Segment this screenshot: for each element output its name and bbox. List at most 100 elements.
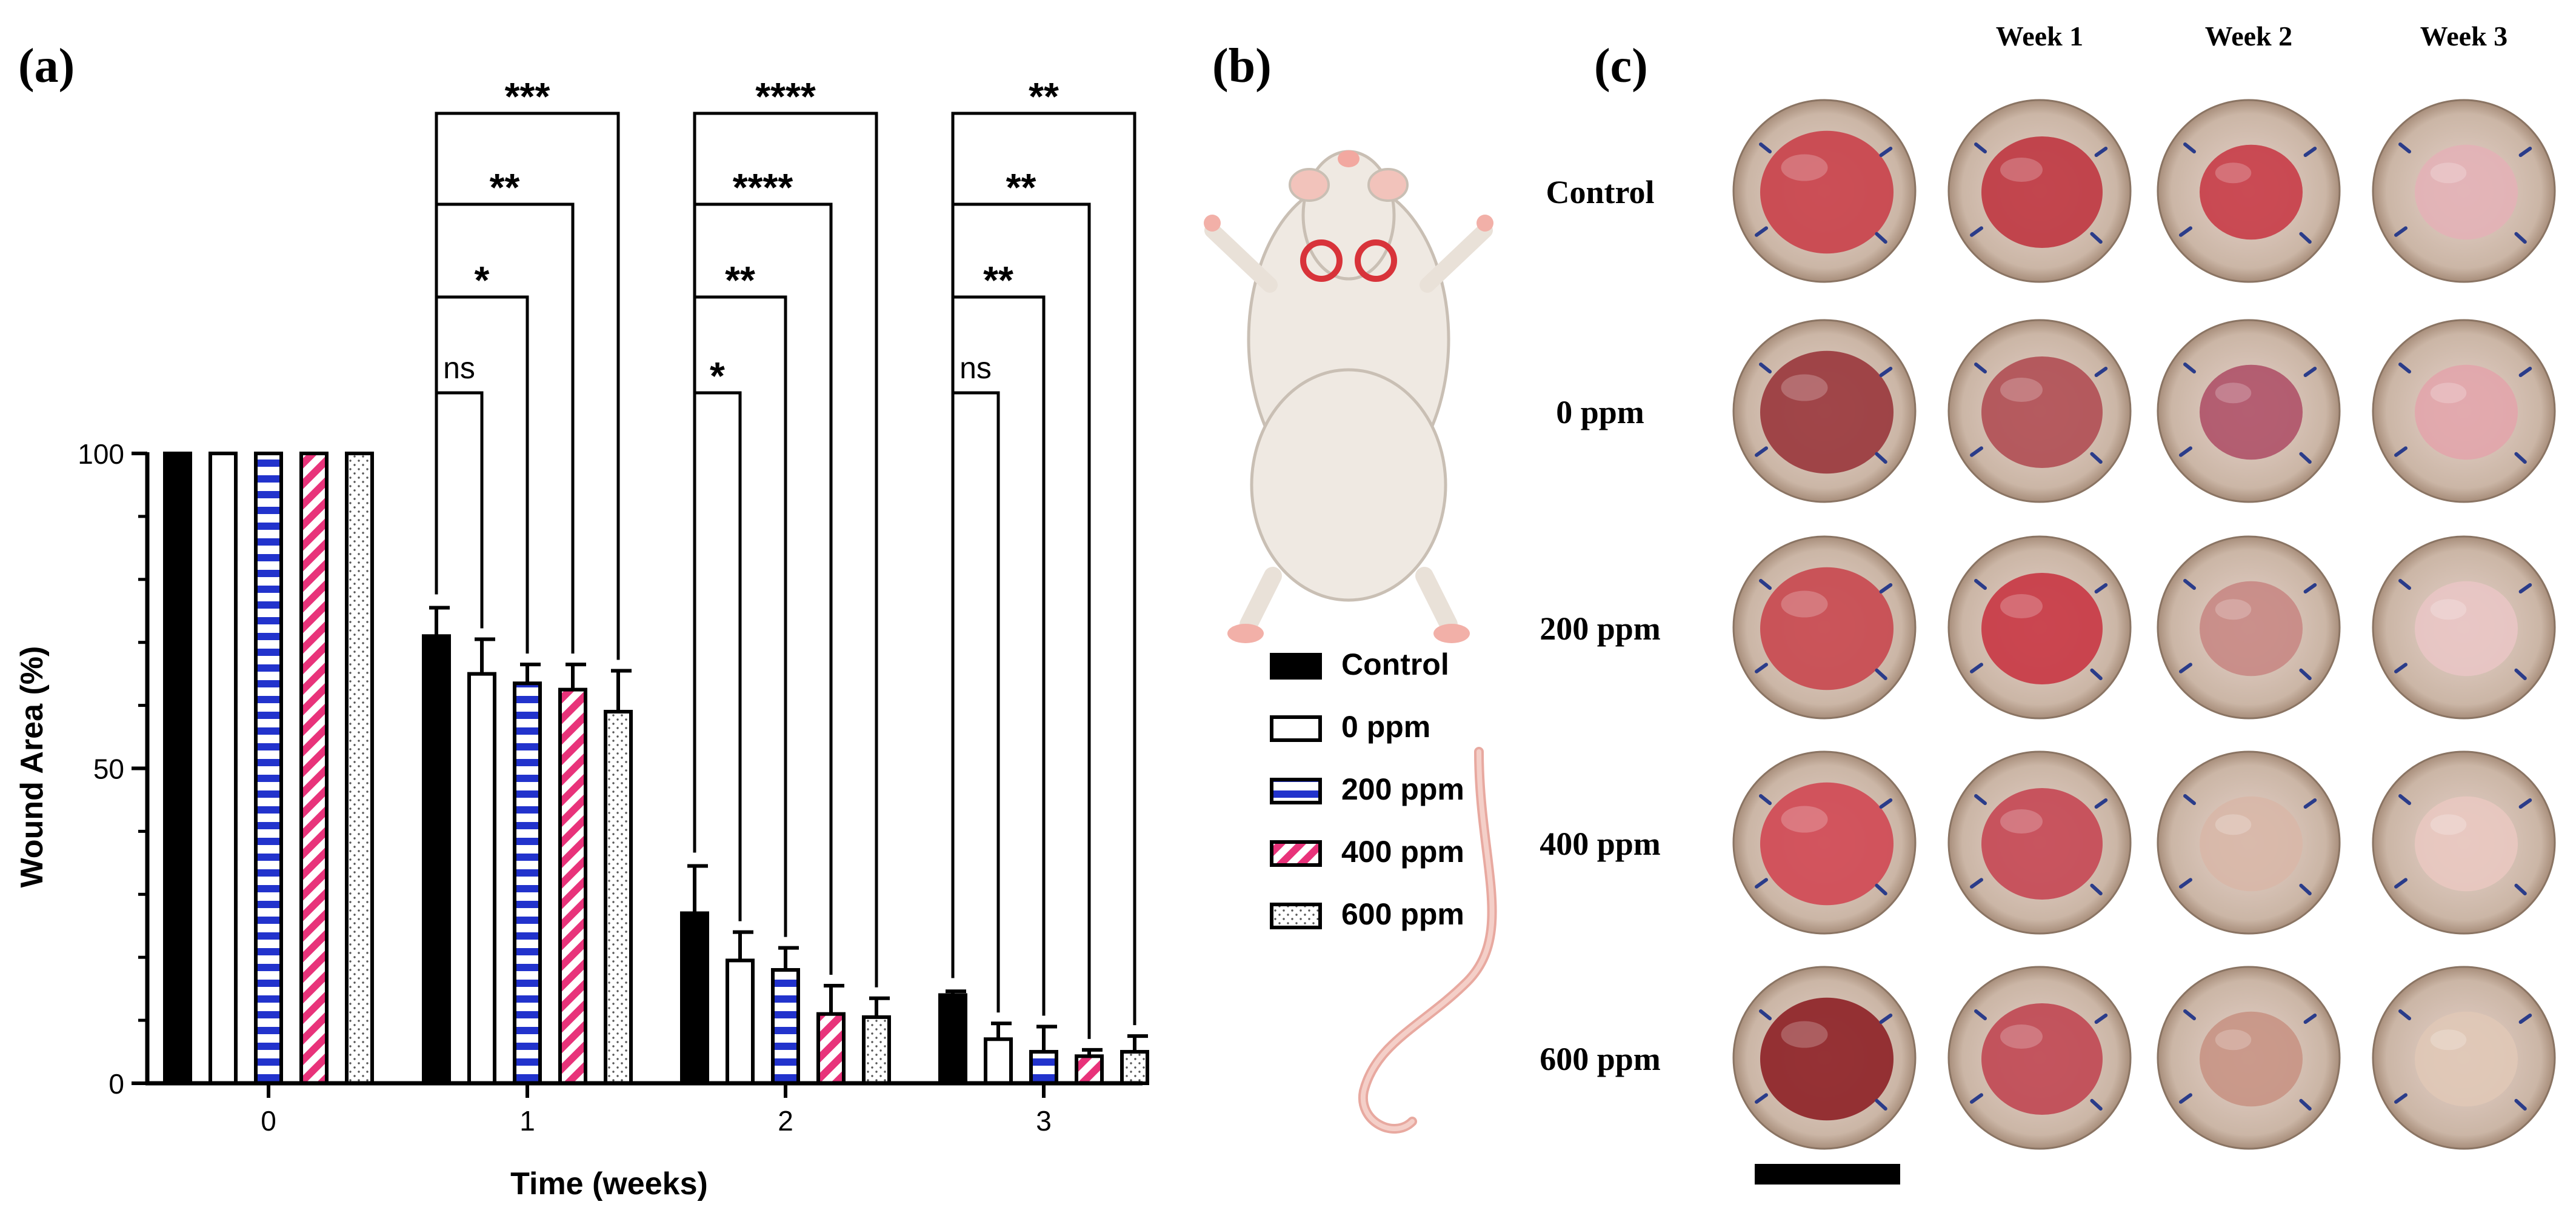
wound-photo	[2372, 966, 2556, 1150]
significance-bracket	[435, 391, 484, 629]
wound-photo	[1732, 99, 1917, 283]
legend-swatch	[1270, 903, 1322, 929]
bar-600-ppm-week-3	[1120, 1050, 1149, 1086]
significance-label: **	[725, 258, 755, 302]
axes: 0 50 100 0 1 2 3	[78, 438, 1143, 1137]
wound-photo	[2157, 319, 2341, 503]
bars	[163, 452, 1149, 1086]
significance-brackets: ns*****************ns******	[435, 75, 1136, 1039]
bar-200-ppm-week-0	[254, 452, 283, 1085]
bar-control-week-1	[422, 634, 451, 1086]
significance-label: **	[983, 258, 1013, 302]
bar-0-ppm-week-1	[467, 672, 496, 1085]
bar-0-ppm-week-0	[209, 452, 238, 1085]
wound-photo	[1732, 319, 1917, 503]
wound-photo	[2372, 750, 2556, 935]
significance-bracket	[693, 112, 878, 987]
bar-200-ppm-week-2	[771, 967, 800, 1085]
legend-item-200-ppm: 200 ppm	[1270, 772, 1464, 806]
wound-photo	[1947, 750, 2132, 935]
legend-swatch	[1270, 653, 1322, 680]
wound-photo	[2372, 99, 2556, 283]
wound-photo	[1732, 535, 1917, 720]
y-tick-label: 0	[108, 1068, 124, 1100]
legend-label: 0 ppm	[1341, 710, 1430, 744]
significance-label: **	[1006, 165, 1036, 209]
wound-photo	[2157, 99, 2341, 283]
photo-column-header: Week 1	[1996, 21, 2083, 52]
significance-label: **	[490, 165, 520, 209]
wound-photo	[2157, 966, 2341, 1150]
bar-control-week-0	[163, 452, 192, 1085]
wound-photo	[1732, 750, 1917, 935]
bar-control-week-2	[680, 911, 709, 1085]
x-axis-label: Time (weeks)	[510, 1166, 708, 1201]
significance-bracket	[435, 112, 620, 660]
photo-column-header: Week 3	[2420, 21, 2508, 52]
significance-label: *	[475, 258, 490, 302]
x-tick-label: 0	[261, 1105, 276, 1137]
significance-bracket	[951, 112, 1136, 1026]
panel-label-c: (c)	[1594, 39, 1648, 93]
y-tick-label: 100	[78, 438, 124, 470]
bar-0-ppm-week-3	[984, 1037, 1013, 1086]
photo-row-label: 400 ppm	[1540, 826, 1661, 862]
panel-label-a: (a)	[18, 39, 75, 93]
wound-photo	[1947, 966, 2132, 1150]
x-tick-label: 2	[778, 1105, 793, 1137]
legend-item-400-ppm: 400 ppm	[1270, 835, 1464, 869]
legend-label: 400 ppm	[1341, 835, 1464, 869]
wound-photo	[2157, 535, 2341, 720]
wound-photo	[1947, 319, 2132, 503]
bar-400-ppm-week-2	[816, 1012, 846, 1085]
x-tick-label: 3	[1036, 1105, 1052, 1137]
photo-row-label: 600 ppm	[1540, 1041, 1661, 1077]
legend-label: 600 ppm	[1341, 897, 1464, 931]
legend: Control 0 ppm 200 ppm 400 ppm 600 ppm	[1270, 647, 1464, 931]
legend-item-0-ppm: 0 ppm	[1270, 710, 1430, 744]
legend-swatch	[1270, 715, 1322, 742]
legend-item-600-ppm: 600 ppm	[1270, 897, 1464, 931]
bar-600-ppm-week-1	[604, 709, 633, 1085]
significance-bracket	[435, 202, 575, 654]
significance-bracket	[951, 391, 1000, 1013]
significance-label: ***	[505, 75, 550, 118]
legend-item-control: Control	[1270, 647, 1449, 681]
bar-200-ppm-week-3	[1029, 1050, 1058, 1086]
significance-label: **	[1029, 75, 1059, 118]
photo-row-label: 0 ppm	[1556, 394, 1644, 430]
significance-label: ns	[443, 351, 475, 385]
wound-site-left-icon	[1300, 239, 1343, 282]
wound-photo	[1947, 535, 2132, 720]
y-tick-label: 50	[93, 754, 124, 785]
panel-label-b: (b)	[1212, 39, 1272, 93]
legend-label: 200 ppm	[1341, 772, 1464, 806]
wound-site-right-icon	[1355, 239, 1397, 282]
significance-bracket	[693, 391, 742, 921]
wound-photo	[2157, 750, 2341, 935]
bar-600-ppm-week-0	[345, 452, 374, 1085]
rat-illustration	[1204, 150, 1497, 1134]
significance-label: ns	[959, 351, 992, 385]
x-tick-label: 1	[519, 1105, 535, 1137]
bar-400-ppm-week-0	[299, 452, 329, 1085]
bar-control-week-3	[938, 993, 967, 1086]
bar-400-ppm-week-3	[1075, 1054, 1104, 1085]
significance-label: ****	[733, 165, 793, 209]
bar-0-ppm-week-2	[726, 958, 755, 1086]
wound-photo	[2372, 319, 2556, 503]
photo-row-label: 200 ppm	[1540, 610, 1661, 647]
scale-bar	[1755, 1164, 1900, 1185]
wound-photo	[1732, 966, 1917, 1150]
significance-label: *	[710, 354, 725, 398]
photo-column-header: Week 2	[2205, 21, 2292, 52]
significance-bracket	[693, 202, 833, 975]
bar-600-ppm-week-2	[862, 1015, 891, 1086]
legend-label: Control	[1341, 647, 1449, 681]
wound-photo	[1947, 99, 2132, 283]
y-axis-label: Wound Area (%)	[15, 646, 50, 888]
bar-400-ppm-week-1	[558, 687, 587, 1085]
